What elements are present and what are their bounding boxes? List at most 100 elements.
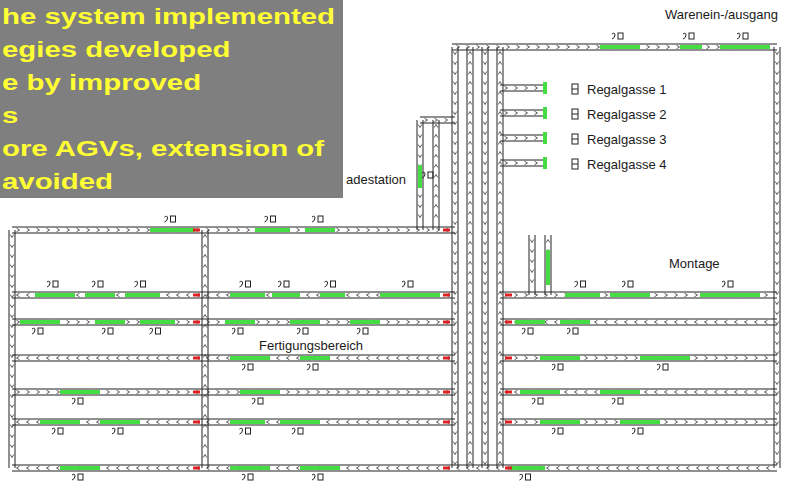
direction-arrow [397, 356, 400, 360]
direction-arrow [483, 82, 487, 85]
station-segment [600, 45, 640, 49]
direction-arrow [453, 432, 457, 435]
direction-arrow [765, 390, 768, 394]
station-segment [100, 420, 140, 424]
station-symbol [232, 328, 243, 334]
direction-arrow [367, 356, 370, 360]
direction-arrow [418, 155, 422, 158]
direction-arrow [377, 356, 380, 360]
direction-arrow [757, 466, 760, 470]
direction-arrow [217, 390, 220, 394]
station-symbol-box [53, 281, 58, 287]
track-rail [500, 135, 545, 136]
direction-arrow [468, 462, 472, 465]
station-segment [540, 420, 580, 424]
direction-arrow [685, 293, 688, 297]
direction-arrow [597, 466, 600, 470]
direction-arrow [775, 182, 779, 185]
direction-arrow [27, 466, 30, 470]
station-symbol-box [573, 328, 578, 334]
direction-arrow [483, 162, 487, 165]
direction-arrow [10, 255, 14, 258]
direction-arrow [453, 332, 457, 335]
direction-arrow [10, 275, 14, 278]
direction-arrow [498, 312, 502, 315]
direction-arrow [515, 86, 518, 90]
track-rail [467, 47, 468, 468]
direction-arrow [775, 332, 779, 335]
direction-arrow [277, 320, 280, 324]
direction-arrow [137, 466, 140, 470]
station-symbol-mark [135, 281, 138, 287]
direction-arrow [127, 356, 130, 360]
direction-arrow [203, 385, 207, 388]
direction-arrow [27, 420, 30, 424]
direction-arrow [317, 390, 320, 394]
station-symbol [522, 328, 533, 334]
direction-arrow [157, 466, 160, 470]
direction-arrow [498, 252, 502, 255]
direction-arrow [525, 420, 528, 424]
direction-arrow [27, 390, 30, 394]
direction-arrow [97, 420, 100, 424]
direction-arrow [483, 122, 487, 125]
station-segment [515, 320, 545, 324]
direction-arrow [147, 466, 150, 470]
note-line: he system implemented [2, 0, 343, 33]
track-rail [473, 47, 474, 468]
station-symbol [402, 281, 413, 287]
direction-arrow [625, 356, 628, 360]
area-label: adestation [345, 172, 407, 187]
station-symbol-mark [297, 328, 300, 334]
direction-arrow [665, 420, 668, 424]
direction-arrow [203, 335, 207, 338]
direction-arrow [157, 356, 160, 360]
area-label: Warenein-/ausgang [664, 7, 779, 22]
station-symbol-box [526, 474, 531, 480]
station-symbol-box [118, 428, 123, 434]
direction-arrow [775, 302, 779, 305]
track-rail [12, 471, 777, 472]
station-symbol-box [408, 281, 413, 287]
station-symbol-box [38, 328, 43, 334]
track-rail [15, 230, 16, 468]
station-symbol-mark [722, 281, 725, 287]
direction-arrow [775, 402, 779, 405]
shelf-symbol-box [572, 84, 578, 94]
direction-arrow [498, 72, 502, 75]
direction-arrow [468, 62, 472, 65]
direction-arrow [203, 285, 207, 288]
junction-mark [505, 391, 512, 394]
track-rail [529, 235, 530, 295]
track-rail [500, 292, 777, 293]
station-segment [20, 320, 60, 324]
direction-arrow [775, 312, 779, 315]
direction-arrow [637, 466, 640, 470]
direction-arrow [775, 452, 779, 455]
station-symbol-box [618, 398, 623, 404]
direction-arrow [505, 136, 508, 140]
direction-arrow [645, 320, 648, 324]
direction-arrow [453, 172, 457, 175]
direction-arrow [607, 466, 610, 470]
direction-arrow [177, 356, 180, 360]
direction-arrow [468, 152, 472, 155]
direction-arrow [167, 390, 170, 394]
direction-arrow [483, 62, 487, 65]
shelf-symbol-mark [572, 164, 578, 165]
direction-arrow [27, 356, 30, 360]
direction-arrow [157, 390, 160, 394]
direction-arrow [525, 136, 528, 140]
direction-arrow [555, 293, 558, 297]
direction-arrow [434, 135, 438, 138]
direction-arrow [468, 272, 472, 275]
direction-arrow [317, 293, 320, 297]
station-symbol-mark [252, 398, 255, 404]
direction-arrow [717, 45, 720, 49]
direction-arrow [530, 250, 534, 253]
station-symbol [47, 281, 58, 287]
junction-mark-group [193, 230, 512, 468]
station-segment [418, 165, 422, 188]
shelf-symbol [572, 159, 578, 169]
